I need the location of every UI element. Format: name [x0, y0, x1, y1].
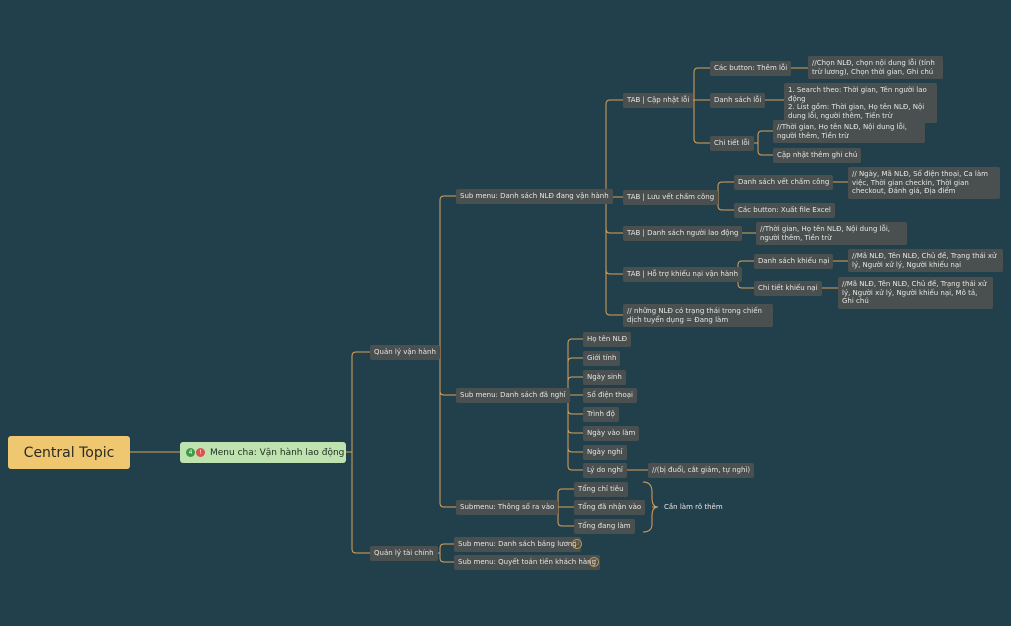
- tab-complaints[interactable]: TAB | Hỗ trợ khiếu nại vận hành: [623, 267, 743, 282]
- link-active-branch-0: [605, 99, 623, 196]
- btn-add-error[interactable]: Các button: Thêm lỗi: [710, 61, 792, 76]
- inout-field-working[interactable]: Tổng đang làm: [574, 519, 635, 534]
- tab-update-errors[interactable]: TAB | Cập nhật lỗi: [623, 93, 694, 108]
- btn-export-excel[interactable]: Các button: Xuất file Excel: [734, 203, 835, 218]
- complaint-list-note[interactable]: //Mã NLĐ, Tên NLĐ, Chủ đề, Trạng thái xử…: [848, 249, 1003, 272]
- error-detail-note[interactable]: //Thời gian, Họ tên NLĐ, Nội dung lỗi, n…: [773, 120, 925, 143]
- task-count-badge: 4: [186, 448, 195, 457]
- link-timekeeping-branch-1: [717, 197, 734, 211]
- quit-reason-note[interactable]: //(bị đuổi, cắt giảm, tự nghỉ): [648, 463, 755, 478]
- link-quit-branch-1: [567, 357, 583, 395]
- timekeeping-list[interactable]: Danh sách vết chấm công: [734, 175, 834, 190]
- topic-finance[interactable]: Quản lý tài chính: [370, 546, 438, 561]
- link-active-branch-4: [605, 196, 623, 316]
- central-topic[interactable]: Central Topic: [8, 436, 130, 469]
- btn-add-error-note[interactable]: //Chọn NLĐ, chọn nội dung lỗi (tính trừ …: [808, 56, 943, 79]
- quit-field-phone[interactable]: Số điện thoại: [583, 388, 638, 403]
- link-finance-branch-1: [439, 553, 454, 563]
- quit-field-end-date[interactable]: Ngày nghỉ: [583, 445, 627, 460]
- inout-field-received[interactable]: Tổng đã nhận vào: [574, 500, 646, 515]
- settlement-marker-icon: 07: [589, 557, 599, 567]
- link-error-detail-branch-1: [757, 143, 773, 156]
- link-inout-branch-0: [557, 488, 574, 507]
- link-main-branch-0: [351, 351, 370, 452]
- link-timekeeping-branch-0: [717, 181, 734, 197]
- submenu-active-workers[interactable]: Sub menu: Danh sách NLĐ đang vận hành: [456, 189, 613, 204]
- topic-operations[interactable]: Quản lý vận hành: [370, 345, 440, 360]
- submenu-settlement-label: Sub menu: Quyết toán tiền khách hàng: [458, 558, 597, 566]
- active-workers-note[interactable]: // những NLĐ có trạng thái trong chiến d…: [623, 304, 773, 327]
- link-quit-branch-7: [567, 395, 583, 471]
- link-update-errors-branch-0: [693, 67, 710, 100]
- link-complaints-branch-0: [737, 260, 754, 274]
- complaint-list[interactable]: Danh sách khiếu nại: [754, 254, 834, 269]
- link-update-errors-branch-2: [693, 100, 710, 144]
- payroll-marker-icon: 13: [572, 539, 582, 549]
- link-complaints-branch-1: [737, 274, 754, 289]
- quit-field-education[interactable]: Trình độ: [583, 407, 619, 422]
- error-detail[interactable]: Chi tiết lỗi: [710, 136, 754, 151]
- quit-field-start-date[interactable]: Ngày vào làm: [583, 426, 640, 441]
- link-quit-branch-4: [567, 395, 583, 415]
- link-active-branch-3: [605, 196, 623, 275]
- submenu-quit-workers[interactable]: Sub menu: Danh sách đã nghỉ: [456, 388, 570, 403]
- complaint-detail[interactable]: Chi tiết khiếu nại: [754, 281, 822, 296]
- alert-badge: !: [196, 448, 205, 457]
- link-quit-branch-0: [567, 338, 583, 395]
- submenu-inout[interactable]: Submenu: Thông số ra vào: [456, 500, 559, 515]
- link-operations-branch-2: [439, 352, 456, 508]
- link-finance-branch-0: [439, 543, 454, 553]
- quit-field-name[interactable]: Họ tên NLĐ: [583, 332, 632, 347]
- timekeeping-list-note[interactable]: // Ngày, Mã NLĐ, Số điện thoại, Ca làm v…: [848, 167, 1000, 199]
- submenu-payroll-label: Sub menu: Danh sách bảng lương: [458, 540, 577, 548]
- link-operations-branch-1: [439, 352, 456, 396]
- link-inout-branch-2: [557, 507, 574, 527]
- quit-field-gender[interactable]: Giới tính: [583, 351, 621, 366]
- tab-timekeeping[interactable]: TAB | Lưu vết chấm công: [623, 190, 719, 205]
- link-main-branch-1: [351, 452, 370, 554]
- link-operations-branch-0: [439, 195, 456, 352]
- tab-workers[interactable]: TAB | Danh sách người lao động: [623, 226, 743, 241]
- link-error-detail-branch-0: [757, 130, 773, 143]
- inout-field-target[interactable]: Tổng chỉ tiêu: [574, 482, 628, 497]
- quit-field-reason[interactable]: Lý do nghỉ: [583, 463, 627, 478]
- link-quit-branch-6: [567, 395, 583, 453]
- main-topic-label: Menu cha: Vận hành lao động: [210, 447, 345, 458]
- quit-field-birthdate[interactable]: Ngày sinh: [583, 370, 626, 385]
- complaint-detail-note[interactable]: //Mã NLĐ, Tên NLĐ, Chủ đề, Trạng thái xử…: [838, 277, 993, 309]
- error-detail-update[interactable]: Cập nhật thêm ghi chú: [773, 148, 862, 163]
- submenu-settlement[interactable]: Sub menu: Quyết toán tiền khách hàng: [454, 555, 601, 570]
- main-topic[interactable]: 4 ! Menu cha: Vận hành lao động: [180, 442, 346, 463]
- submenu-payroll[interactable]: Sub menu: Danh sách bảng lương: [454, 537, 581, 552]
- inout-summary-label: Cần làm rõ thêm: [664, 503, 723, 511]
- error-list[interactable]: Danh sách lỗi: [710, 93, 766, 108]
- tab-workers-note[interactable]: //Thời gian, Họ tên NLĐ, Nội dung lỗi, n…: [756, 222, 907, 245]
- link-quit-branch-2: [567, 376, 583, 395]
- error-list-note[interactable]: 1. Search theo: Thời gian, Tên người lao…: [784, 83, 937, 123]
